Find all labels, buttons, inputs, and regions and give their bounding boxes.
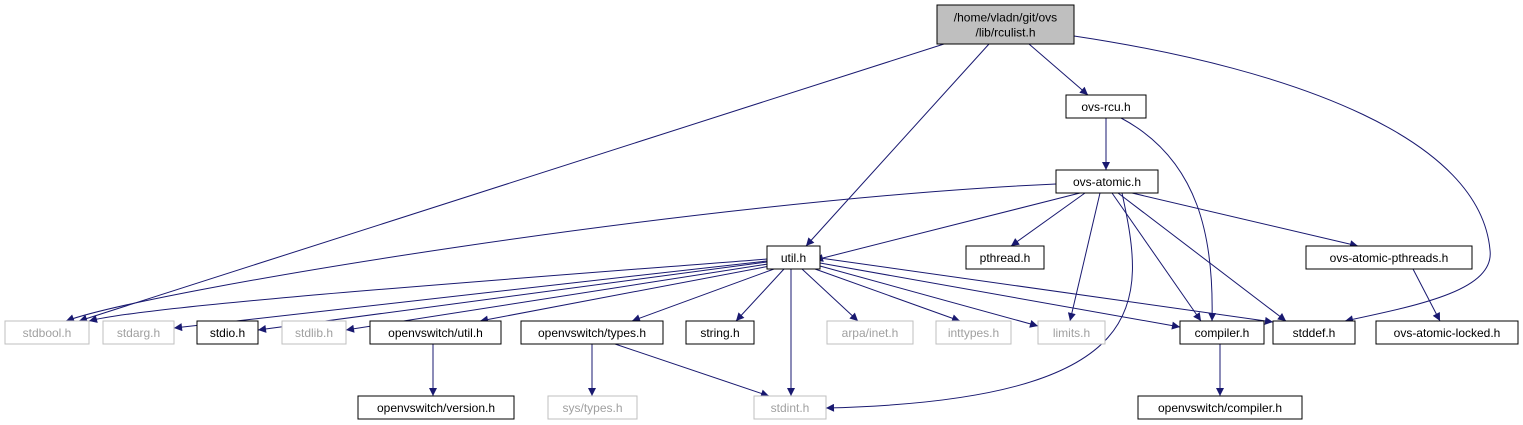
node-label: sys/types.h — [562, 401, 622, 415]
edge-ovs-atomic-pthreads-to-ovs-atomic-locked — [1412, 268, 1441, 322]
node-ovs-atomic-locked[interactable]: ovs-atomic-locked.h — [1375, 320, 1519, 345]
edge-root-to-ovs-rcu — [1028, 43, 1089, 96]
node-ovs-rcu[interactable]: ovs-rcu.h — [1065, 94, 1147, 119]
edge-ovs-atomic-to-stdint — [825, 192, 1133, 412]
node-string[interactable]: string.h — [685, 320, 755, 345]
node-label: stdlib.h — [295, 326, 333, 340]
node-label: stdio.h — [210, 326, 245, 340]
edge-ovs-types-to-stdint — [614, 343, 770, 398]
edge-util-to-limits — [819, 265, 1039, 328]
node-compiler[interactable]: compiler.h — [1179, 320, 1265, 345]
edge-util-to-ovs-types — [631, 268, 775, 323]
edge-root-to-util — [805, 43, 990, 247]
edge-util-to-compiler — [819, 262, 1181, 330]
node-ovs-version[interactable]: openvswitch/version.h — [357, 395, 515, 420]
node-inttypes: inttypes.h — [935, 320, 1012, 345]
edge-ovs-rcu-to-compiler — [1120, 117, 1217, 322]
edge-util-to-stdarg — [173, 260, 768, 332]
node-label: stdarg.h — [117, 326, 160, 340]
edge-ovs-atomic-to-util — [814, 192, 1081, 262]
edge-ovs-atomic-to-limits — [1067, 192, 1101, 322]
edge-root-to-stdbool — [78, 43, 945, 323]
node-ovs-compiler[interactable]: openvswitch/compiler.h — [1137, 395, 1303, 420]
node-util[interactable]: util.h — [766, 245, 821, 270]
edge-util-to-stddef — [819, 257, 1274, 325]
edge-util-to-ovs-util — [479, 265, 771, 324]
edge-ovs-atomic-to-stddef — [1117, 192, 1287, 322]
node-label: pthread.h — [980, 251, 1031, 265]
node-sys-types: sys/types.h — [547, 395, 638, 420]
node-label: string.h — [700, 326, 739, 340]
node-root[interactable]: /home/vladn/git/ovs/lib/rculist.h — [936, 4, 1075, 45]
node-label: ovs-rcu.h — [1081, 100, 1130, 114]
node-label: openvswitch/util.h — [388, 326, 483, 340]
node-label: util.h — [781, 251, 806, 265]
node-stddef[interactable]: stddef.h — [1272, 320, 1356, 345]
node-label: ovs-atomic-pthreads.h — [1330, 251, 1449, 265]
edge-util-to-stdlib — [345, 263, 769, 333]
edges-layer — [65, 35, 1491, 412]
node-label: arpa/inet.h — [842, 326, 899, 340]
node-stdbool: stdbool.h — [4, 320, 90, 345]
nodes-layer: /home/vladn/git/ovs/lib/rculist.h ovs-rcu… — [4, 4, 1519, 420]
edge-root-to-stddef — [1073, 35, 1491, 324]
node-stdio[interactable]: stdio.h — [196, 320, 259, 345]
node-label: ovs-atomic.h — [1073, 175, 1141, 189]
node-label: /home/vladn/git/ovs — [954, 11, 1057, 25]
node-label: limits.h — [1053, 326, 1090, 340]
node-arpa-inet: arpa/inet.h — [826, 320, 914, 345]
node-label: inttypes.h — [948, 326, 999, 340]
node-label: stddef.h — [1293, 326, 1336, 340]
node-stdint: stdint.h — [753, 395, 827, 420]
node-limits: limits.h — [1037, 320, 1106, 345]
node-stdlib: stdlib.h — [281, 320, 347, 345]
node-stdarg: stdarg.h — [102, 320, 175, 345]
node-ovs-util[interactable]: openvswitch/util.h — [369, 320, 502, 345]
node-label: stdbool.h — [23, 326, 72, 340]
node-label: compiler.h — [1195, 326, 1250, 340]
edge-util-to-stdio — [257, 261, 768, 333]
edge-util-to-inttypes — [814, 268, 961, 323]
edge-ovs-atomic-to-ovs-atomic-pthreads — [1131, 192, 1359, 249]
node-label: openvswitch/version.h — [377, 401, 495, 415]
edge-ovs-atomic-to-compiler — [1111, 192, 1202, 322]
node-pthread[interactable]: pthread.h — [965, 245, 1045, 270]
node-ovs-atomic[interactable]: ovs-atomic.h — [1055, 169, 1159, 194]
node-ovs-types[interactable]: openvswitch/types.h — [520, 320, 664, 345]
node-label: openvswitch/types.h — [538, 326, 646, 340]
edge-ovs-atomic-to-stdbool — [65, 183, 1057, 322]
edge-ovs-atomic-to-pthread — [1010, 192, 1086, 247]
node-label: stdint.h — [771, 401, 810, 415]
edge-util-to-string — [735, 268, 785, 322]
node-label: ovs-atomic-locked.h — [1394, 326, 1501, 340]
node-label: openvswitch/compiler.h — [1158, 401, 1282, 415]
node-label: /lib/rculist.h — [975, 26, 1035, 40]
edge-util-to-stdbool — [88, 258, 768, 323]
node-ovs-atomic-pthreads[interactable]: ovs-atomic-pthreads.h — [1305, 245, 1473, 270]
edge-util-to-arpa-inet — [801, 268, 859, 322]
